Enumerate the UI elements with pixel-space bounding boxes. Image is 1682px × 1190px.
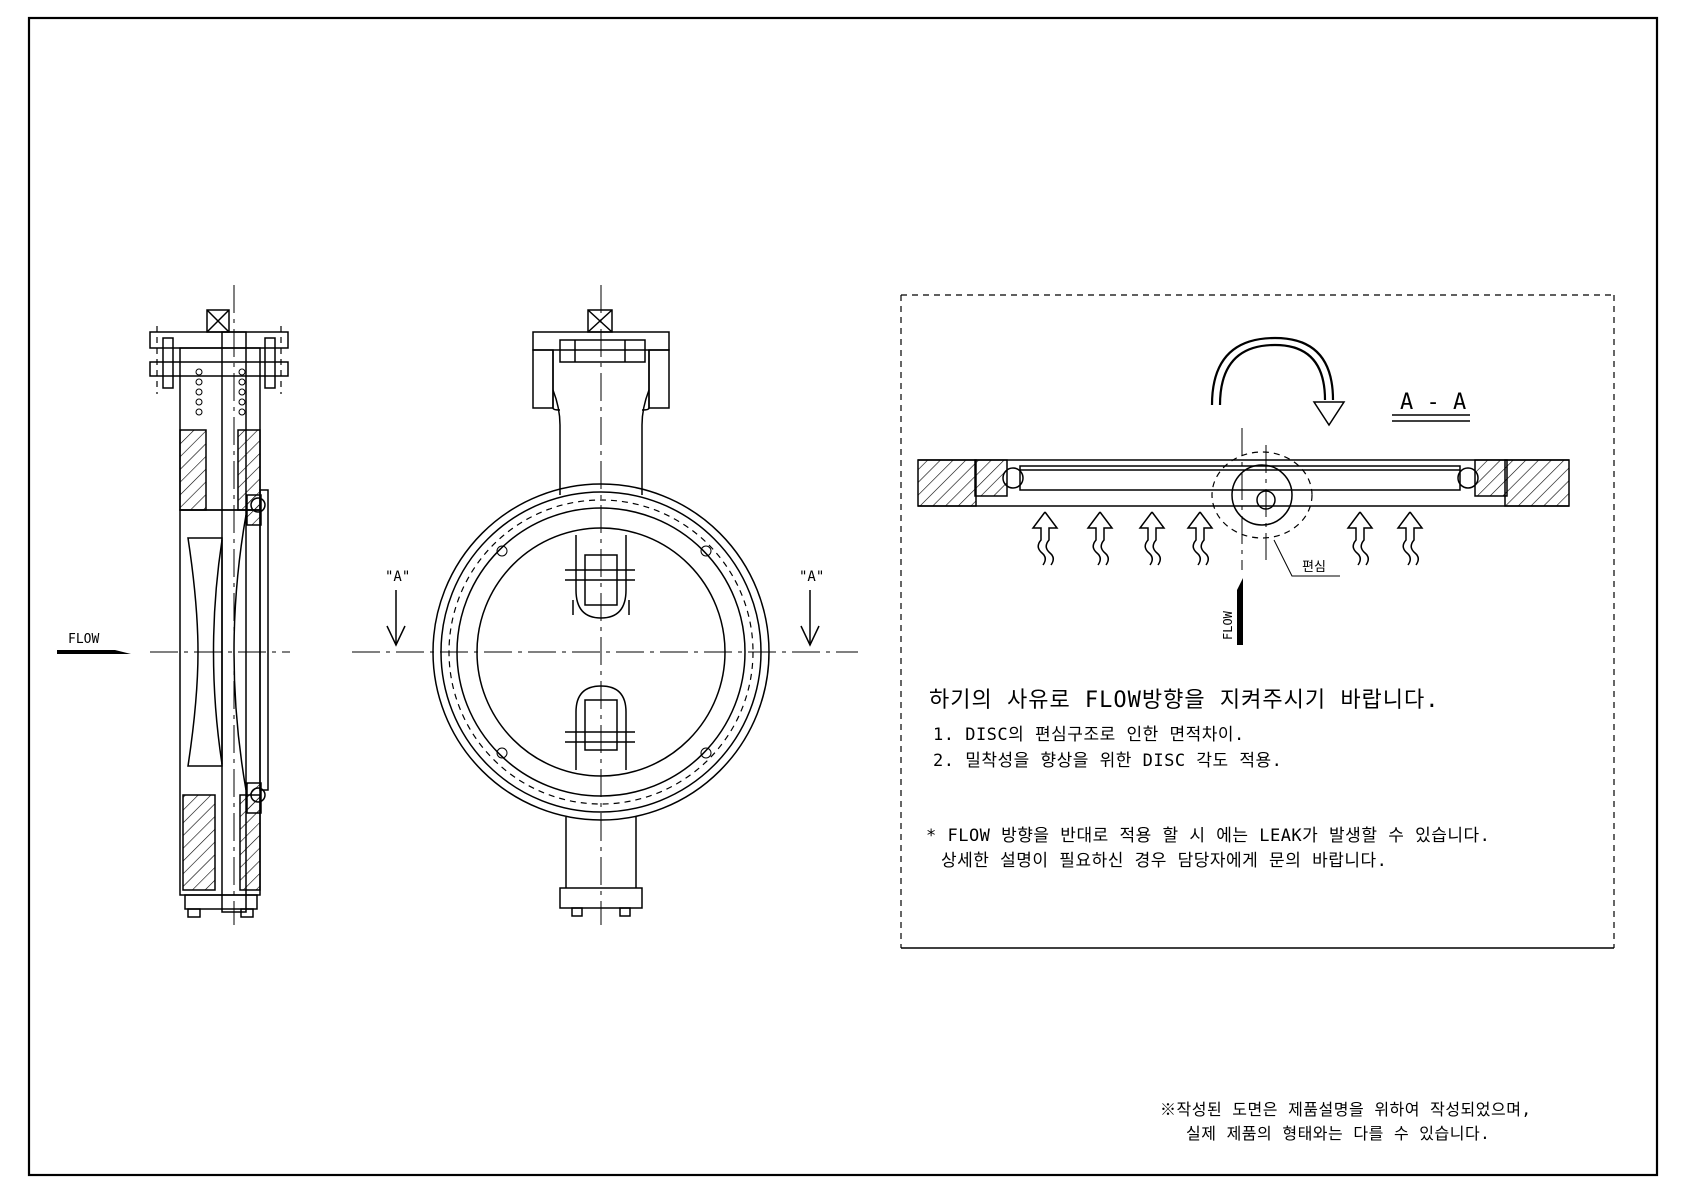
drawing-border (27, 16, 1659, 1177)
flow-label-left: FLOW (68, 632, 99, 647)
eccentric-label: 편심 (1302, 560, 1326, 575)
notes-item-2: 2. 밀착성을 향상을 위한 DISC 각도 적용. (933, 751, 1283, 771)
warning-line-2: 상세한 설명이 필요하신 경우 담당자에게 문의 바랍니다. (941, 851, 1388, 871)
notes-item-1: 1. DISC의 편심구조로 인한 면적차이. (933, 725, 1245, 745)
section-arrow-left (386, 590, 406, 647)
warning-line-1: * FLOW 방향을 반대로 적용 할 시 에는 LEAK가 발생할 수 있습니… (926, 826, 1491, 846)
section-detail-panel (900, 294, 1615, 949)
valve-side-view (149, 285, 290, 925)
footer-disclaimer-1: ※작성된 도면은 제품설명을 위하여 작성되었으며, (1160, 1100, 1532, 1119)
flow-label-vertical: FLOW (1221, 610, 1235, 640)
footer-disclaimer-2: 실제 제품의 형태와는 다를 수 있습니다. (1186, 1124, 1491, 1143)
notes-heading: 하기의 사유로 FLOW방향을 지켜주시기 바랍니다. (929, 688, 1440, 713)
flow-arrow-left (57, 650, 131, 654)
section-title: A - A (1400, 390, 1466, 415)
valve-front-view (352, 285, 858, 925)
section-label-left: "A" (385, 569, 410, 585)
section-label-right: "A" (799, 569, 824, 585)
section-arrow-right (800, 590, 820, 647)
